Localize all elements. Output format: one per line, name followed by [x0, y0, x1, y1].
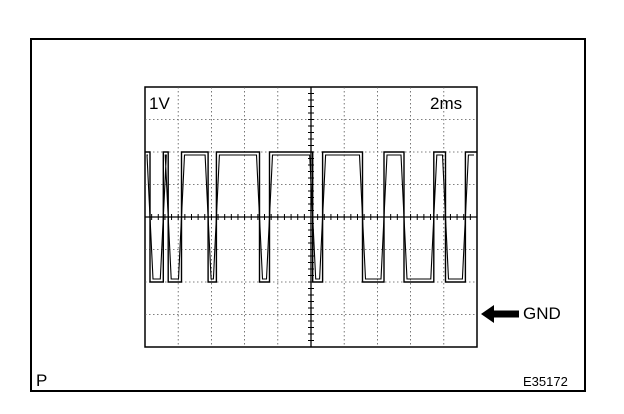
gnd-arrow-icon	[481, 305, 519, 323]
panel-id-label: P	[36, 371, 48, 390]
volt-per-div-label: 1V	[149, 94, 170, 113]
figure-frame	[30, 38, 586, 392]
gnd-label: GND	[523, 304, 561, 323]
signal-trace	[145, 151, 477, 283]
axis-ticks	[144, 86, 478, 348]
figure-code-label: E35172	[523, 374, 568, 389]
signal-waveform-trace-2	[146, 154, 474, 280]
vertical-grid-lines	[177, 87, 445, 347]
time-per-div-label: 2ms	[430, 94, 463, 113]
